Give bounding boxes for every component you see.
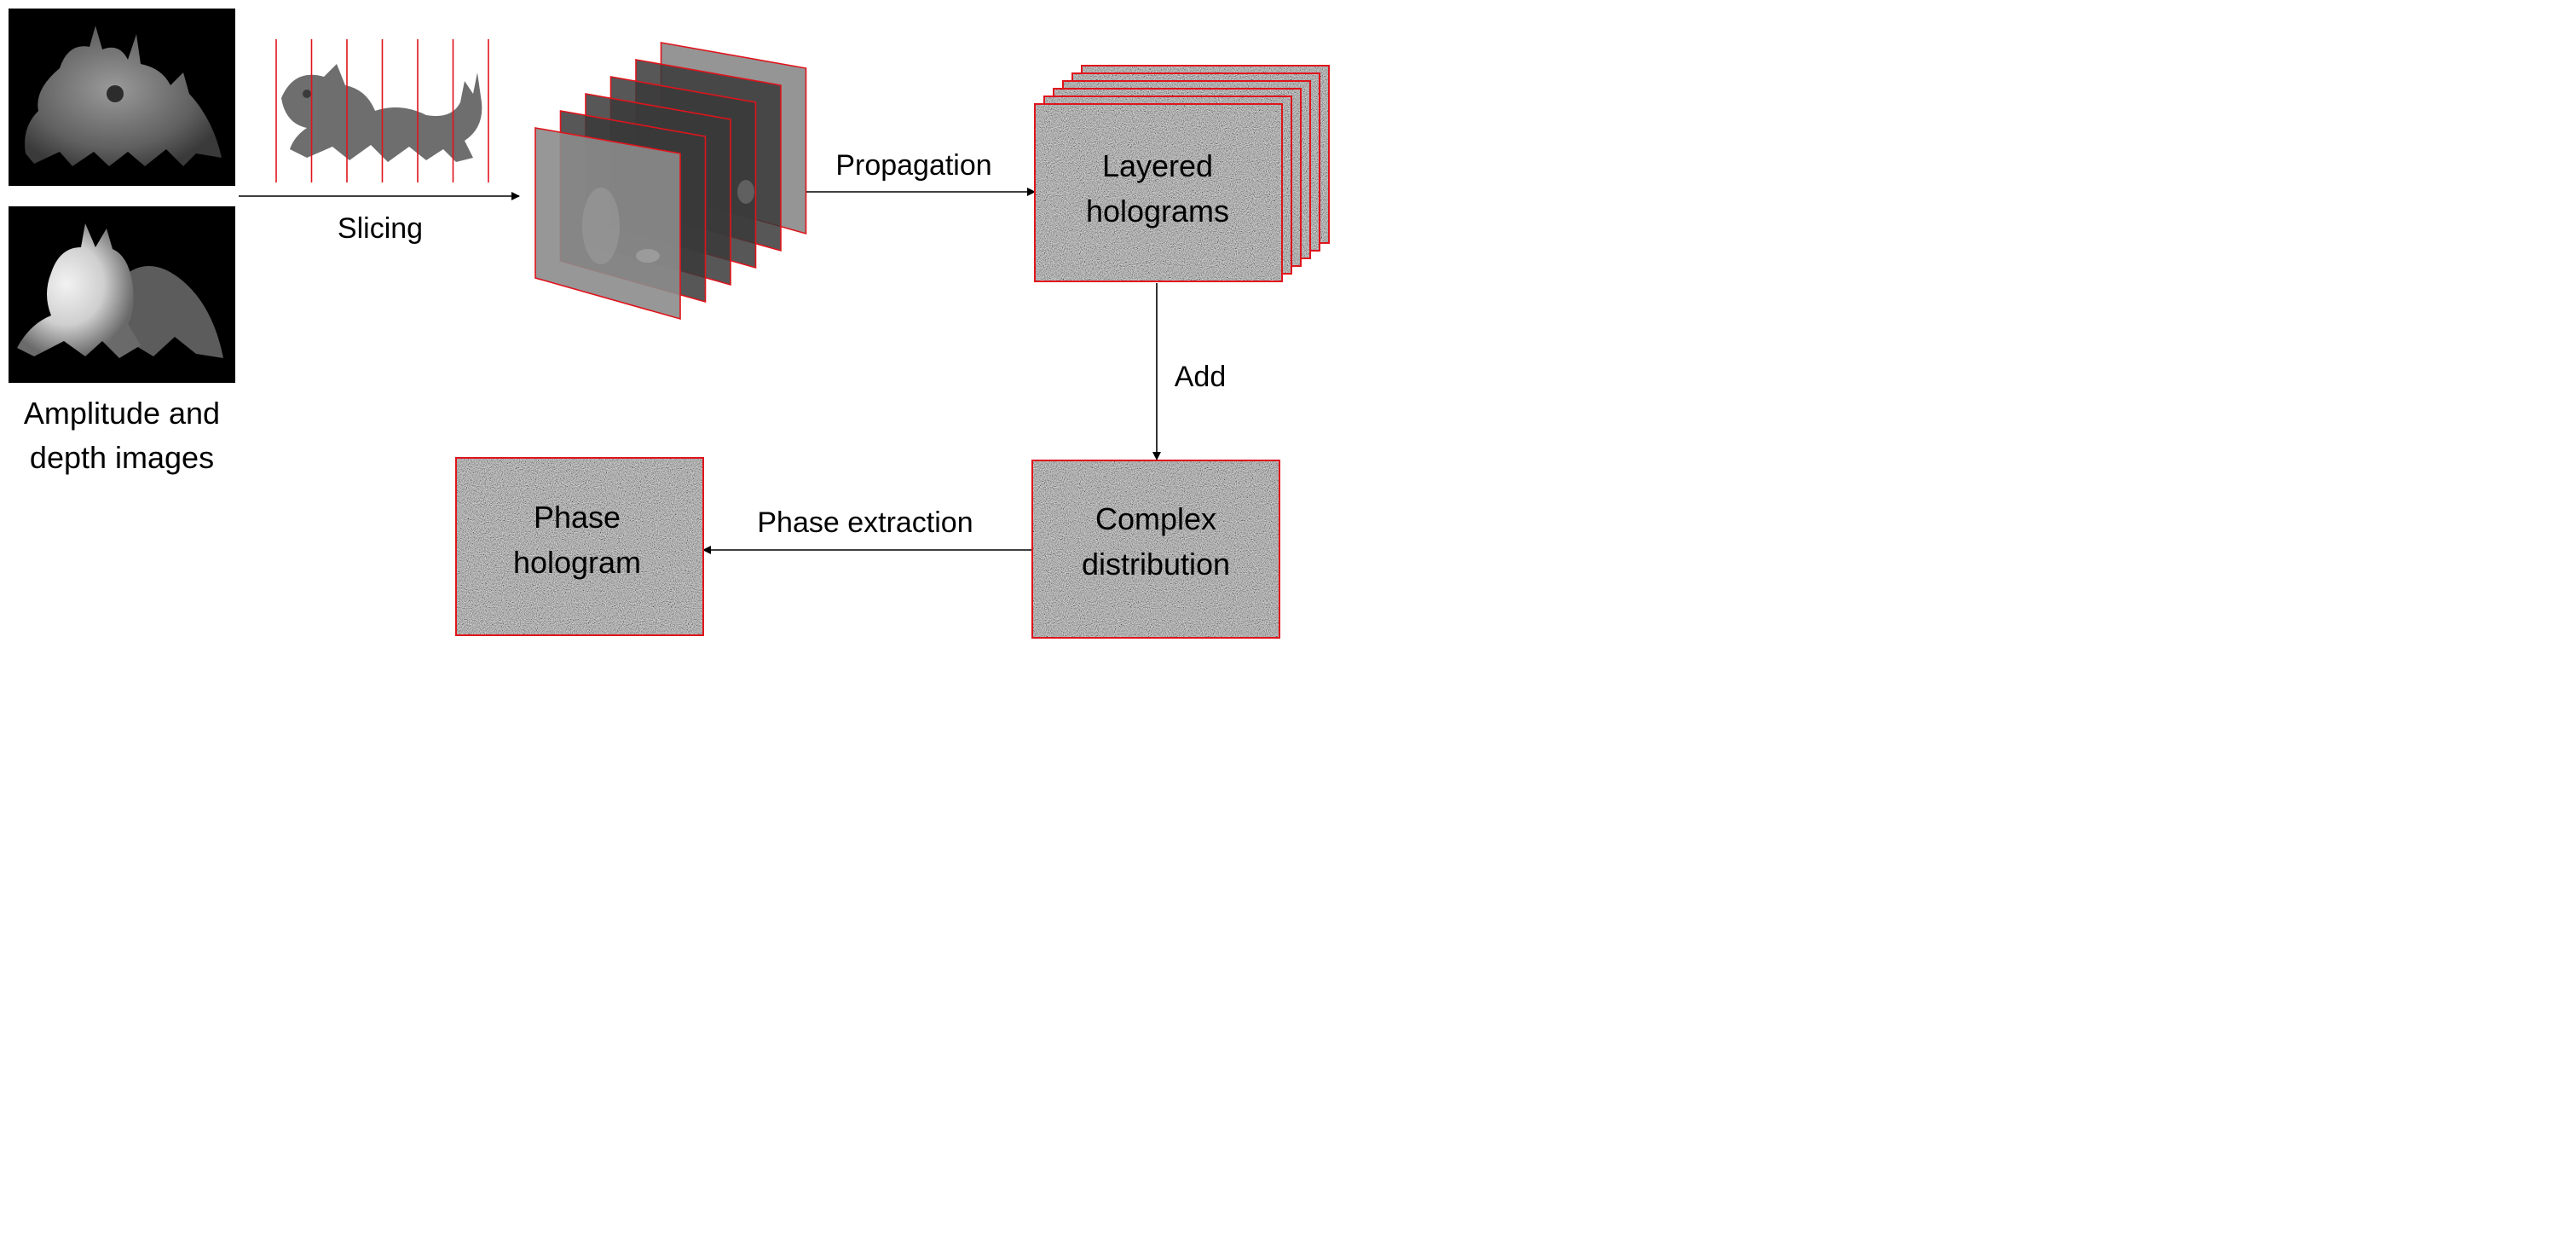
- add-label: Add: [1175, 361, 1227, 393]
- input-caption-line2: depth images: [30, 440, 214, 475]
- phase-hologram-panel: [455, 457, 704, 636]
- phase-label-line1: Phase: [534, 500, 621, 535]
- propagation-label: Propagation: [835, 149, 991, 182]
- hologram-pipeline-diagram: Amplitude and depth images Slicing Propa…: [9, 9, 1330, 639]
- creature-amplitude-icon: [25, 26, 222, 166]
- slice-lines: [275, 39, 489, 182]
- complex-label-line2: distribution: [1082, 547, 1230, 582]
- slice-content-ghost: [636, 249, 660, 263]
- depth-slice: [534, 127, 681, 321]
- depth-image: [9, 206, 235, 383]
- layered-label-line1: Layered: [1102, 148, 1213, 183]
- amplitude-image: [9, 9, 235, 186]
- creature-depth-icon: [17, 223, 223, 358]
- sliced-dragon: [275, 39, 489, 182]
- complex-distribution-panel: [1031, 460, 1280, 639]
- complex-label-line1: Complex: [1095, 501, 1216, 536]
- layered-holograms-stack: [1034, 65, 1330, 282]
- phase-extraction-label: Phase extraction: [757, 506, 973, 539]
- phase-label-line2: hologram: [513, 545, 641, 580]
- slice-content-ghost: [582, 188, 620, 264]
- dragon-icon: [281, 64, 482, 162]
- input-caption-line1: Amplitude and: [24, 396, 220, 431]
- layered-label-line2: holograms: [1086, 194, 1229, 229]
- slicing-label: Slicing: [338, 212, 423, 245]
- layered-hologram: [1034, 103, 1283, 282]
- depth-slice-stack: [534, 42, 807, 321]
- slice-content-ghost: [737, 180, 754, 204]
